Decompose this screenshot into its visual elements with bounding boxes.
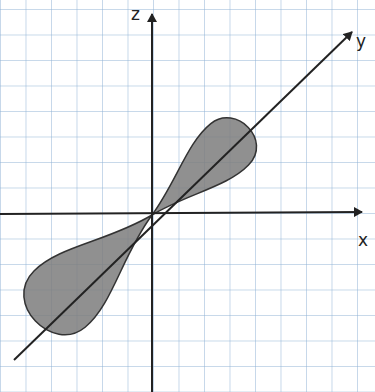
- x-axis: [0, 212, 362, 214]
- axis-label: x: [358, 232, 368, 249]
- y-axis: [14, 32, 352, 360]
- axis-label: y: [356, 33, 366, 50]
- z-axis: [151, 14, 153, 392]
- orbital-lobe: [133, 107, 267, 236]
- axis-label: z: [131, 6, 140, 23]
